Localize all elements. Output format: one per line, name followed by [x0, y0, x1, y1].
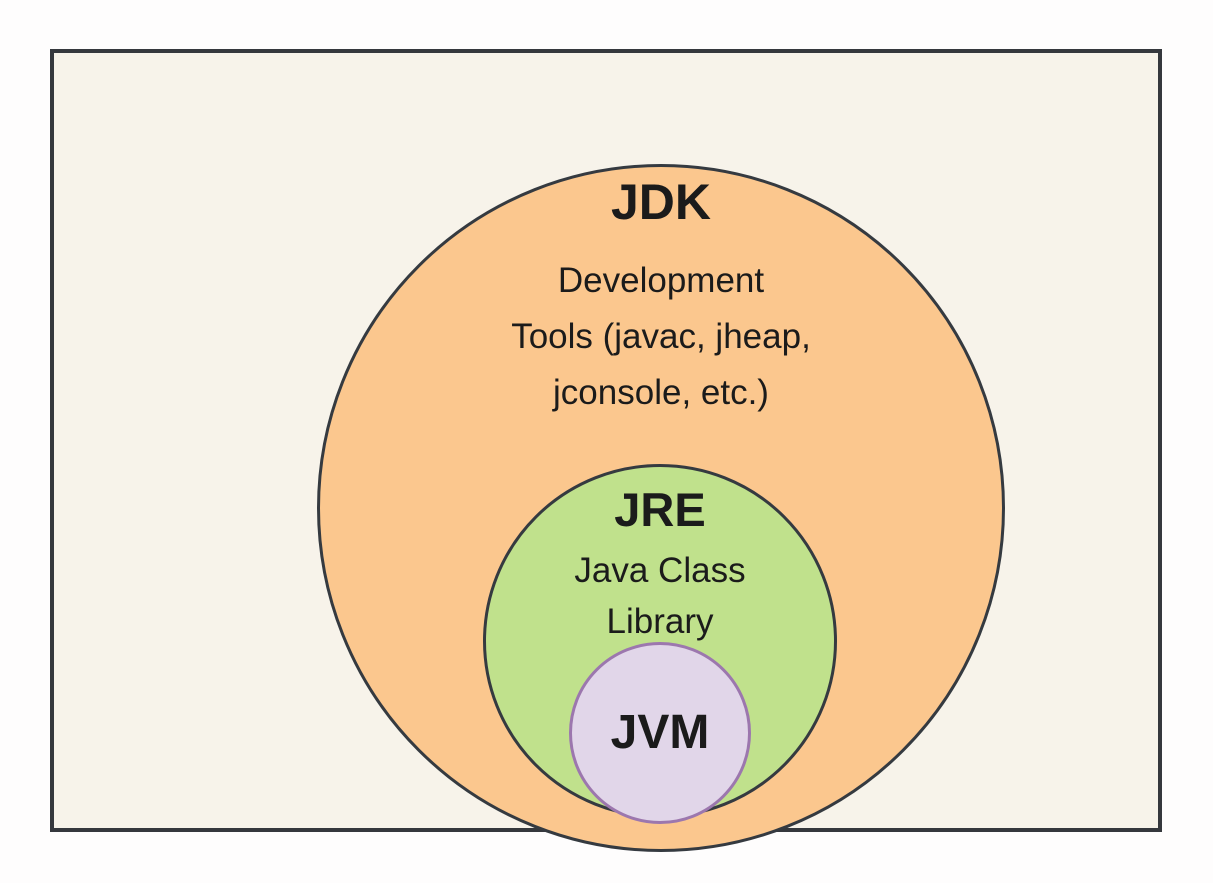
jre-description: Java Class Library — [433, 545, 887, 647]
diagram-frame: JDK Development Tools (javac, jheap, jco… — [50, 49, 1162, 852]
jre-label: JRE — [614, 483, 706, 536]
jdk-description-line: Tools (javac, jheap, — [511, 317, 811, 356]
jre-description-line: Java Class — [574, 551, 746, 590]
jdk-description-line: Development — [557, 261, 765, 300]
jvm-label: JVM — [610, 706, 710, 759]
jdk-description: Development Tools (javac, jheap, jconsol… — [317, 253, 1005, 421]
jdk-description-line: jconsole, etc.) — [553, 373, 769, 412]
jdk-label: JDK — [610, 174, 712, 230]
jvm-circle — [569, 642, 751, 824]
jre-description-line: Library — [606, 602, 714, 641]
